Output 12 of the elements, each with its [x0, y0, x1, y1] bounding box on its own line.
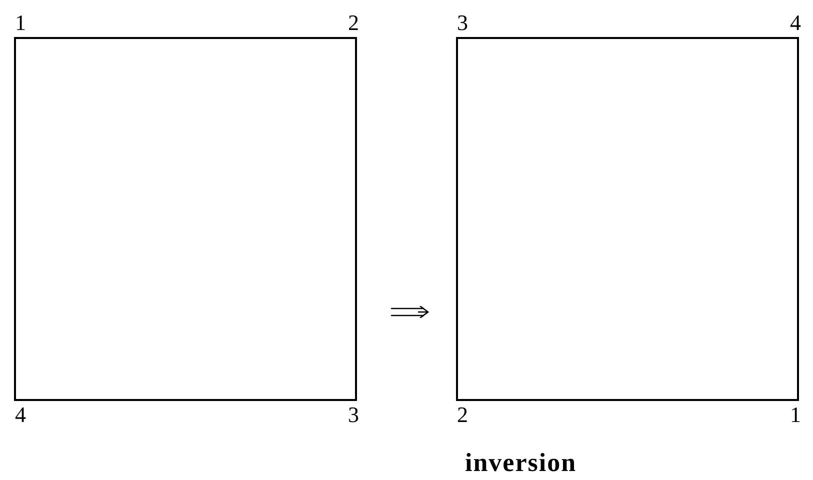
corner-number: 4 [15, 404, 26, 426]
corner-number: 1 [790, 404, 801, 426]
square-frame [14, 37, 357, 401]
corner-number: 3 [348, 404, 359, 426]
square-frame [456, 37, 799, 401]
corner-number: 4 [790, 12, 801, 34]
corner-number: 1 [15, 12, 26, 34]
corner-number: 2 [457, 404, 468, 426]
corner-number: 2 [348, 12, 359, 34]
caption: inversion [465, 448, 577, 478]
double-arrow [390, 305, 429, 319]
corner-number: 3 [457, 12, 468, 34]
